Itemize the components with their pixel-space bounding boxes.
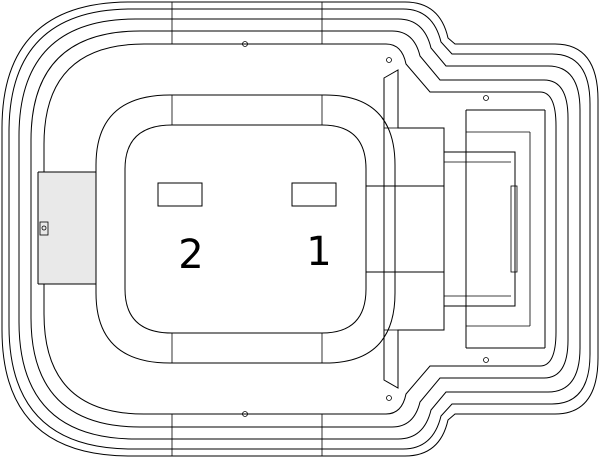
left-tab — [37, 171, 96, 285]
cavity-shroud — [95, 94, 396, 364]
panel-dividers — [171, 2, 323, 456]
pin-1-label: 1 — [306, 229, 331, 275]
pin-cavity — [124, 124, 367, 334]
pin-openings — [157, 182, 337, 207]
pin-2-label: 2 — [178, 232, 203, 278]
latch-mechanism — [366, 69, 546, 389]
pin-1-opening — [291, 182, 337, 207]
mounting-bumps — [242, 41, 489, 417]
pin-2-opening — [157, 182, 203, 207]
